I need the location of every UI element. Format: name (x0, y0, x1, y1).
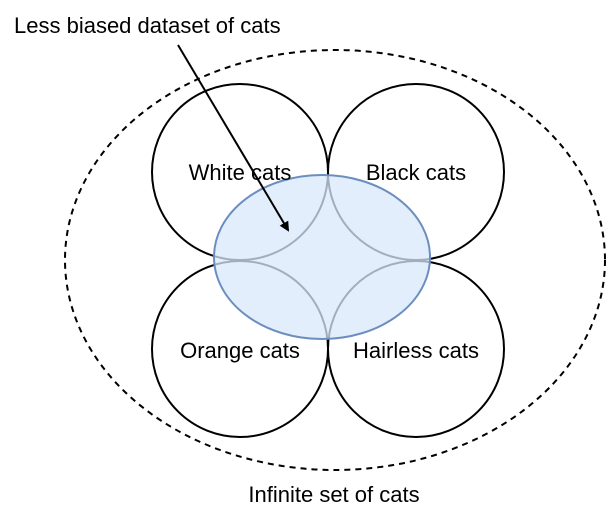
label-black-cats: Black cats (366, 160, 466, 185)
annotation-arrow (177, 44, 290, 232)
label-hairless-cats: Hairless cats (353, 338, 479, 363)
outer-set-label: Infinite set of cats (248, 482, 419, 507)
annotation-label: Less biased dataset of cats (14, 13, 281, 38)
infinite-set-boundary (64, 49, 606, 471)
less-biased-dataset-region (213, 174, 431, 340)
label-orange-cats: Orange cats (180, 338, 300, 363)
label-white-cats: White cats (189, 160, 292, 185)
